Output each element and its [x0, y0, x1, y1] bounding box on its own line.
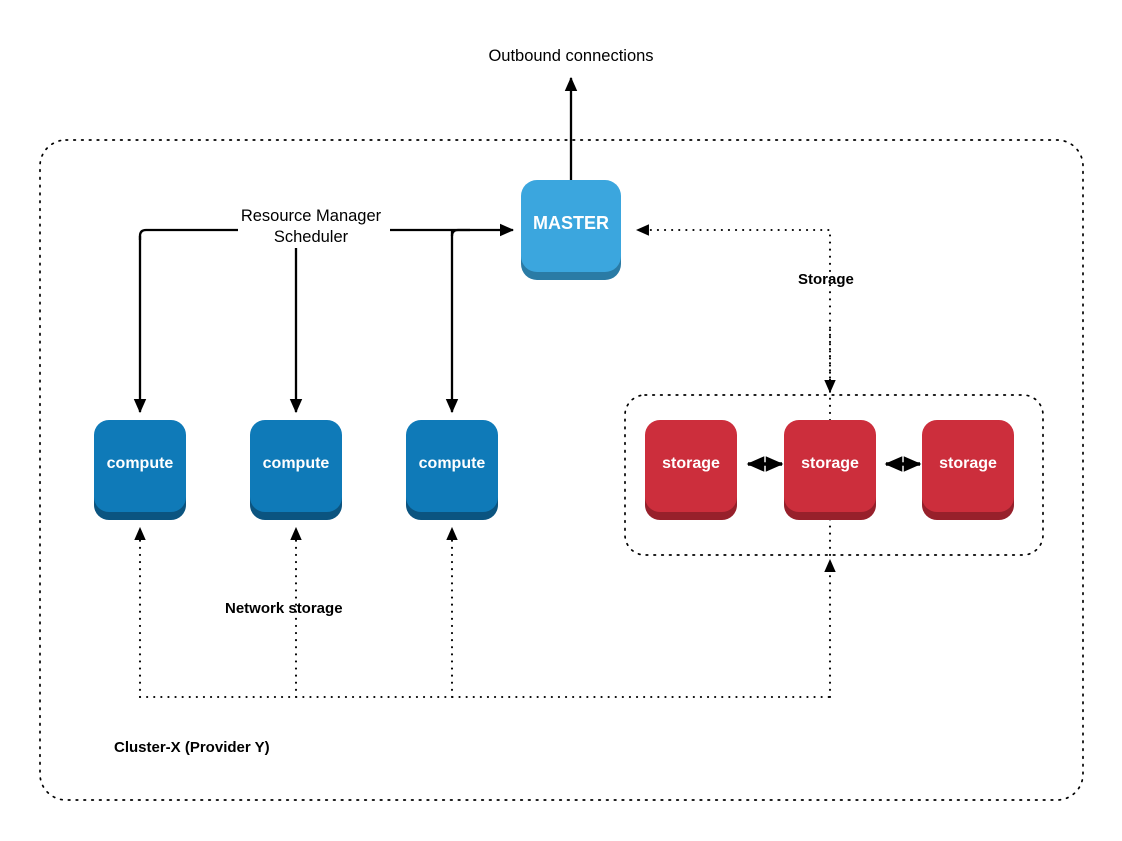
compute-node-1[interactable]	[94, 420, 186, 520]
compute-node-3[interactable]	[406, 420, 498, 520]
compute-node-2-body	[250, 420, 342, 512]
storage-link-label: Storage	[798, 271, 854, 288]
scheduler-bus-tee	[450, 228, 470, 237]
scheduler-label: Scheduler	[273, 228, 349, 246]
storage-node-2-body	[784, 420, 876, 512]
master-node[interactable]	[521, 180, 621, 280]
cluster-title-label: Cluster-X (Provider Y)	[114, 739, 270, 756]
scheduler-bus-left	[138, 228, 238, 240]
storage-link-path	[635, 224, 832, 557]
network-storage-label: Network storage	[225, 600, 343, 617]
storage-node-3[interactable]	[922, 420, 1014, 520]
storage-node-1-body	[645, 420, 737, 512]
storage-node-2[interactable]	[784, 420, 876, 520]
compute-node-2[interactable]	[250, 420, 342, 520]
storage-group-boundary	[624, 394, 1044, 556]
compute-node-3-body	[406, 420, 498, 512]
compute-node-1-body	[94, 420, 186, 512]
cluster-boundary	[39, 139, 1084, 801]
storage-node-1[interactable]	[645, 420, 737, 520]
storage-node-3-body	[922, 420, 1014, 512]
outbound-connections-label: Outbound connections	[488, 47, 654, 65]
master-node-body	[521, 180, 621, 272]
resource-manager-label: Resource Manager	[240, 207, 382, 225]
